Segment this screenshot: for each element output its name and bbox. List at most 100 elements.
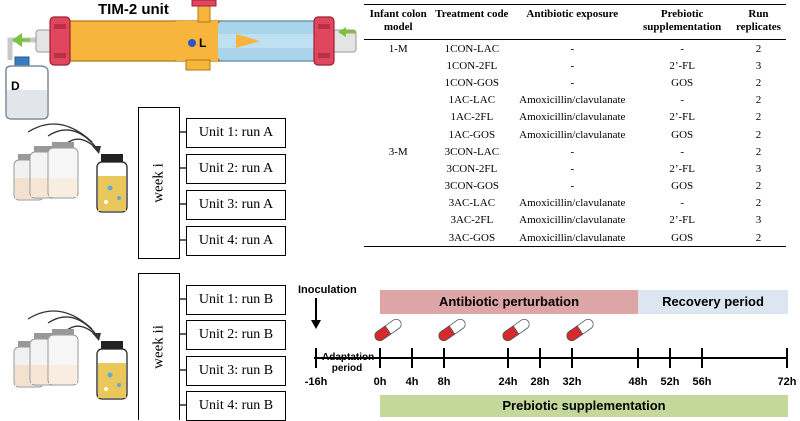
tick-label: 28h — [530, 376, 550, 388]
timeline-axis — [314, 318, 788, 368]
table-cell: 2 — [755, 76, 762, 89]
table-cell: Amoxicillin/clavulanate — [519, 214, 626, 227]
week-i-unit-1: Unit 1: run A — [186, 118, 286, 148]
table-cell — [364, 195, 432, 212]
bottle-group-week-i — [13, 123, 128, 213]
table-cell: 3 — [755, 214, 762, 227]
table-cell: 1AC-2FL — [450, 111, 494, 124]
table-cell — [364, 160, 432, 177]
tim2-label-l: L — [199, 36, 207, 50]
table-cell: 3CON-2FL — [446, 162, 498, 175]
tick-label: 72h — [777, 376, 797, 388]
antibiotic-pill-icon — [438, 318, 466, 342]
table-cell: 3AC-2FL — [450, 214, 494, 227]
col-header-replicates: Run replicates — [730, 4, 786, 40]
week-i-unit-3: Unit 3: run A — [186, 190, 286, 220]
table-cell: GOS — [671, 76, 694, 89]
table-cell: Amoxicillin/clavulanate — [519, 197, 626, 210]
table-cell: 2 — [755, 180, 762, 193]
table-cell: Amoxicillin/clavulanate — [519, 94, 626, 107]
tick-label: 56h — [692, 376, 712, 388]
table-cell: 2’-FL — [669, 59, 695, 72]
tick-label: -16h — [304, 376, 328, 388]
week-i-label: week i — [150, 163, 167, 203]
table-cell: - — [680, 145, 684, 158]
sample-point-l — [188, 39, 196, 47]
antibiotic-perturbation-bar: Antibiotic perturbation — [380, 290, 638, 314]
table-cell: Amoxicillin/clavulanate — [511, 229, 634, 248]
table-cell: - — [680, 42, 684, 55]
tick-label: 0h — [373, 376, 387, 388]
table-cell: 2 — [755, 128, 762, 141]
inoculation-arrow — [311, 298, 321, 329]
prebiotic-supplementation-bar: Prebiotic supplementation — [380, 395, 788, 417]
bottle-group-week-ii — [13, 310, 128, 400]
inoculum-illustration — [13, 123, 128, 400]
antibiotic-pill-icon — [374, 318, 402, 342]
week-ii-unit-2: Unit 2: run B — [186, 320, 286, 350]
antibiotic-pill-icon — [566, 318, 594, 342]
table-cell: 3 — [755, 59, 762, 72]
table-row: 3AC-2FL Amoxicillin/clavulanate 2’-FL 3 — [364, 212, 786, 229]
table-cell: 3AC-LAC — [448, 197, 496, 210]
table-cell — [364, 74, 432, 91]
table-cell: - — [570, 76, 575, 89]
table-cell: 2’-FL — [669, 162, 695, 175]
table-cell: 3CON-LAC — [444, 145, 500, 158]
adaptation-period-label: Adaptation period — [322, 352, 375, 374]
table-cell: 1CON-LAC — [444, 42, 500, 55]
week-i-unit-4: Unit 4: run A — [186, 226, 286, 256]
recovery-period-bar: Recovery period — [638, 290, 788, 314]
col-header-model: Infant colon model — [364, 4, 433, 40]
week-ii-unit-3: Unit 3: run B — [186, 356, 286, 386]
table-cell: GOS — [633, 229, 731, 248]
table-cell: 1-M — [388, 42, 408, 55]
week-ii-unit-1: Unit 1: run B — [186, 285, 286, 315]
tick-label: 48h — [628, 376, 648, 388]
week-i-unit-2: Unit 2: run A — [186, 154, 286, 184]
tick-label: 4h — [405, 376, 419, 388]
table-cell: - — [570, 42, 575, 55]
table-cell: - — [570, 162, 575, 175]
tim2-title: TIM-2 unit — [98, 1, 169, 18]
table-cell: 2 — [755, 111, 762, 124]
adaptation-label-line2: period — [331, 363, 363, 374]
table-cell: - — [680, 197, 684, 210]
table-cell: 3CON-GOS — [444, 180, 500, 193]
table-row: 1CON-GOS - GOS 2 — [364, 74, 786, 91]
table-cell: 3AC-GOS — [432, 229, 512, 248]
table-cell: 3 — [755, 162, 762, 175]
table-cell: 1CON-2FL — [446, 59, 498, 72]
table-cell: GOS — [671, 180, 694, 193]
table-cell — [364, 126, 432, 143]
table-row: 1AC-LAC Amoxicillin/clavulanate - 2 — [364, 92, 786, 109]
inoculation-label: Inoculation — [298, 284, 357, 296]
table-cell — [364, 229, 433, 248]
table-cell: 2 — [730, 229, 786, 248]
tick-label: 24h — [498, 376, 518, 388]
table-header-row: Infant colon model Treatment code Antibi… — [364, 4, 786, 40]
table-cell: GOS — [671, 128, 694, 141]
table-cell: - — [570, 180, 575, 193]
table-cell: - — [680, 94, 684, 107]
table-cell: 2’-FL — [669, 214, 695, 227]
tick-label: 52h — [660, 376, 680, 388]
tim2-unit-illustration — [5, 0, 357, 120]
adaptation-label-line1: Adaptation — [322, 352, 375, 363]
table-cell: - — [570, 59, 575, 72]
table-cell: 2 — [755, 94, 762, 107]
table-cell: 3-M — [388, 145, 408, 158]
table-cell: 1CON-GOS — [444, 76, 500, 89]
table-cell: Amoxicillin/clavulanate — [519, 111, 626, 124]
antibiotic-pill-icon — [502, 318, 530, 342]
table-cell — [364, 57, 432, 74]
table-cell: 1AC-LAC — [448, 94, 496, 107]
table-cell — [364, 92, 432, 109]
col-header-antibiotic: Antibiotic exposure — [511, 4, 634, 40]
table-cell — [364, 178, 432, 195]
